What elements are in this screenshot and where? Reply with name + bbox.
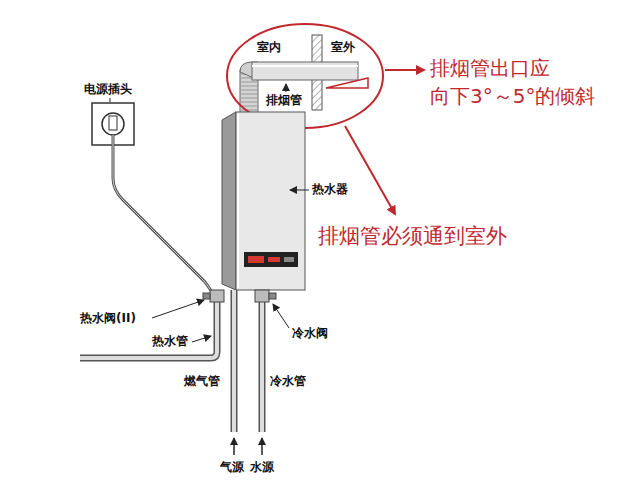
part-label: 热水器 [312,182,348,196]
hot-water-pipe [80,300,217,358]
heater-display [244,252,298,267]
source-arrow [233,438,235,455]
leader-arrow [152,300,204,318]
gas-pipe [231,290,238,432]
cold-water-pipe [259,300,266,432]
power-cord [113,135,212,292]
leader-arrow [286,84,287,92]
heater-side [222,112,236,290]
plug-head [102,113,124,135]
leader-line [110,98,111,102]
part-label: 电源插头 [84,82,132,96]
part-label: 排烟管 [266,93,302,107]
callout-arrow [345,126,395,214]
pipe-highlight [252,65,358,67]
callout-note: 排烟管必须通到室外 [318,222,507,251]
callout-arrow [385,69,424,71]
leader-arrow [273,304,289,328]
cold-water-pipe [260,300,264,432]
part-label: 冷水阀 [292,326,328,340]
hot-water-valve [210,290,224,302]
source-arrow [261,438,263,455]
part-label: 冷水管 [270,374,306,388]
callout-note: 排烟管出口应 向下3°～5°的倾斜 [430,54,610,110]
plug-head [109,116,117,130]
cold-water-valve [255,290,269,302]
display-logo [284,257,294,262]
leader-arrow [192,336,211,342]
part-label: 燃气管 [184,374,220,388]
valve-handle [203,293,210,299]
part-label: 热水阀(II) [80,311,136,325]
source-label: 气源 [220,460,244,474]
hot-water-pipe [80,300,217,358]
display-logo [248,256,264,263]
power-cord [113,135,212,292]
gas-pipe [232,290,236,432]
leader-arrow [290,190,309,191]
slope-triangle [326,78,368,88]
display-logo [268,257,280,262]
heater-body [236,112,305,290]
heater-highlight [237,114,239,288]
flue-pipe [252,62,358,80]
valve-handle [269,293,276,299]
part-label: 热水管 [152,334,188,348]
region-label: 室内 [257,40,281,54]
region-label: 室外 [331,40,355,54]
source-label: 水源 [250,460,274,474]
